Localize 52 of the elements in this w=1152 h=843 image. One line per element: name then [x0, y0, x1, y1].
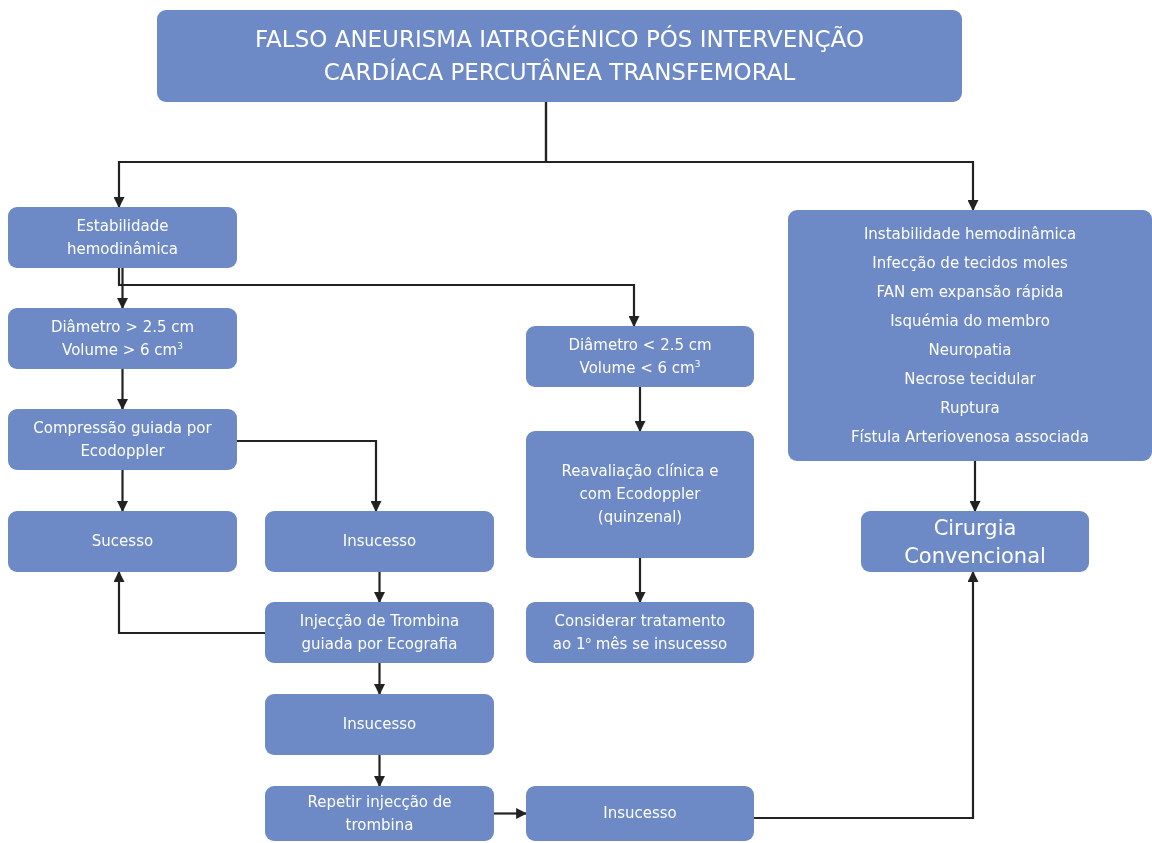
arrow: [117, 369, 128, 411]
arrow: [754, 570, 979, 820]
box-label: Considerar tratamento ao 1$^{o}$ mês se insucesso: [551, 610, 729, 655]
arrow: [374, 663, 385, 696]
arrow: [374, 572, 385, 604]
process-box: [788, 210, 1152, 461]
arrow: [544, 102, 979, 212]
box-label: Repetir injecção de trombina: [306, 791, 453, 836]
box-label: Diâmetro > 2.5 cm Volume > 6 cm$^{3}$: [49, 316, 196, 361]
arrow: [634, 387, 646, 433]
arrow: [113, 570, 265, 635]
box-label: Necrose tecidular: [904, 368, 1036, 390]
process-box: [526, 602, 754, 663]
process-box: [526, 326, 754, 387]
arrow: [494, 808, 528, 819]
process-box: [8, 511, 237, 572]
box-label: Reavaliação clínica e com Ecodoppler (quinzenal): [560, 461, 720, 528]
arrow: [117, 268, 128, 310]
arrow: [117, 470, 128, 513]
process-box: [265, 694, 494, 755]
process-box: [526, 786, 754, 841]
box-label: Instabilidade hemodinâmica: [863, 223, 1077, 245]
box-label: Cirurgia Convencional: [903, 514, 1047, 570]
process-box: [861, 511, 1089, 572]
box-label: Infecção de tecidos moles: [872, 252, 1068, 274]
process-box: [526, 431, 754, 558]
box-label: Neuropatia: [928, 339, 1012, 361]
box-label: FAN em expansão rápida: [876, 281, 1064, 303]
box-label: Injecção de Trombina guiada por Ecografia: [298, 610, 461, 655]
arrow: [969, 461, 981, 513]
box-label: Insucesso: [603, 803, 677, 824]
box-label: Insucesso: [342, 531, 417, 552]
arrow: [117, 268, 640, 328]
box-label: Diâmetro < 2.5 cm Volume < 6 cm$^{3}$: [567, 334, 713, 379]
box-label: Isquémia do membro: [890, 310, 1050, 332]
box-label: Fístula Arteriovenosa associada: [850, 426, 1090, 448]
title-box: [157, 10, 962, 102]
process-box: [265, 786, 494, 841]
box-label: Ruptura: [940, 397, 1000, 419]
box-label: Insucesso: [342, 714, 417, 735]
process-box: [8, 207, 237, 268]
process-box: [265, 602, 494, 663]
arrow: [374, 755, 385, 788]
box-label: Compressão guiada por Ecodoppler: [32, 417, 213, 462]
box-label: FALSO ANEURISMA IATROGÉNICO PÓS INTERVENÇÃO CARDÍACA PERCUTÂNEA TRANSFEMORAL: [253, 24, 866, 87]
box-label: Sucesso: [91, 531, 154, 552]
process-box: [265, 511, 494, 572]
arrow: [634, 558, 646, 604]
arrow: [237, 439, 382, 513]
process-box: [8, 409, 237, 470]
box-label: Estabilidade hemodinâmica: [65, 215, 180, 260]
process-box: [8, 308, 237, 369]
